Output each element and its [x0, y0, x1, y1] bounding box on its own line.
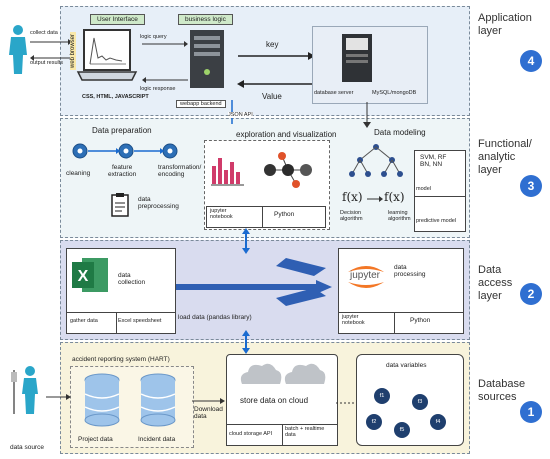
project-data-label: Project data: [78, 436, 113, 443]
data-preparation-title: Data preparation: [92, 126, 152, 135]
json-api-label: JSON API: [228, 112, 253, 118]
feature-extraction-label: feature extraction: [108, 164, 137, 178]
preprocessing-clipboard-icon: [111, 193, 129, 217]
user-person-icon: [9, 25, 27, 74]
exploration-title: exploration and visualization: [236, 130, 337, 139]
decision-tree-icon: [349, 144, 403, 177]
incident-database-icon: [140, 373, 176, 427]
laptop-icon: [76, 29, 138, 81]
output-results-label: output results: [30, 60, 64, 66]
data-variables-box: [356, 354, 464, 446]
preparation-gears: [72, 143, 178, 159]
ui-tech-label: CSS, HTML, JAVASCRIPT: [82, 94, 149, 100]
var-f4: f4: [430, 414, 446, 430]
key-label: key: [266, 40, 279, 49]
download-data-label: Download data: [194, 406, 223, 420]
var-f1: f1: [374, 388, 390, 404]
webapp-backend-label: webapp backend: [176, 100, 226, 108]
var-f2: f2: [366, 414, 382, 430]
value-label: Value: [262, 92, 282, 101]
logic-arrows: [142, 41, 188, 83]
data-processing-label: data processing: [394, 264, 426, 278]
var-f3: f3: [412, 394, 428, 410]
source-to-hart-arrow: [46, 394, 71, 400]
database-server-icon: [342, 34, 372, 82]
excel-sheet-box: [116, 312, 176, 334]
layer-4-badge: 4: [520, 50, 542, 72]
transformation-label: transformation/ encoding: [158, 164, 202, 178]
decision-algorithm-label: Decision algorithm: [340, 210, 363, 222]
cleaning-label: cleaning: [66, 170, 91, 177]
batch-box: [282, 424, 338, 446]
layer-2-badge: 2: [520, 283, 542, 305]
cloud-to-variables-connector: [336, 402, 358, 404]
layer-3-2-arrow: [242, 228, 250, 254]
cloud-icons: [240, 363, 326, 384]
predictive-model-box: [414, 196, 466, 232]
key-value-arrows: [237, 52, 315, 88]
fx-arrow: [367, 196, 383, 202]
excel-sheet-label: Excel speedsheet: [118, 318, 162, 324]
layer-2-1-arrow: [242, 330, 250, 354]
database-layer-label: Database sources: [478, 378, 526, 403]
db-to-modeling-arrow: [363, 102, 371, 128]
data-source-label: data source: [10, 444, 44, 451]
exploration-python-label: Python: [274, 211, 295, 218]
logic-response-label: logic response: [140, 86, 176, 92]
exploration-jupyter-label: jupyter notebook: [210, 208, 233, 220]
data-access-layer-label: Data access layer: [478, 264, 513, 302]
web-browser-label: web browser: [70, 31, 76, 70]
jupyter-logo-label: jupyter: [350, 270, 381, 281]
excel-icon: X: [72, 258, 108, 292]
data-collection-label: data collection: [118, 272, 146, 286]
download-arrow: [192, 398, 225, 404]
hart-title: accident reporting system (HART): [72, 356, 170, 363]
user-interface-label: User Interface: [90, 14, 145, 25]
user-arrows: [30, 39, 72, 61]
application-layer-label: Application layer: [478, 12, 532, 37]
access-python-label: Python: [410, 317, 431, 324]
layer-3-badge: 3: [520, 175, 542, 197]
load-data-label: load data (pandas library): [178, 314, 252, 321]
access-jupyter-label: jupyter notebook: [342, 314, 365, 326]
load-data-arrows: [176, 258, 332, 306]
network-graph-icon: [264, 152, 312, 188]
data-preprocessing-label: data preprocessing: [138, 196, 179, 210]
db-type-label: MySQL/mongoDB: [372, 90, 417, 96]
collect-data-label: collect data: [30, 30, 58, 36]
bar-chart-icon: [211, 158, 244, 186]
learning-algorithm-label: learning algorithm: [388, 210, 411, 222]
gather-data-label: gather data: [70, 318, 98, 324]
database-server-label: database server: [314, 90, 354, 96]
svm-label: SVM, RF BN, NN: [420, 154, 447, 168]
var-f5: f5: [394, 422, 410, 438]
incident-data-label: Incident data: [138, 436, 176, 443]
predictive-model-label: predictive model: [416, 218, 457, 224]
project-database-icon: [84, 373, 120, 427]
fx-decision-label: f(x): [342, 190, 363, 204]
business-logic-label: business logic: [178, 14, 233, 25]
functional-layer-label: Functional/ analytic layer: [478, 138, 532, 176]
access-python-box: [394, 312, 464, 334]
logic-query-label: logic query: [140, 34, 167, 40]
server-tower-icon: [190, 30, 224, 88]
data-source-person-icon: [11, 366, 38, 414]
model-label: model: [416, 186, 431, 192]
data-variables-label: data variables: [386, 362, 427, 369]
jupyter-logo-icon: [348, 266, 384, 288]
layer-1-badge: 1: [520, 401, 542, 423]
cloud-api-label: cloud storage API: [229, 431, 273, 437]
fx-learning-label: f(x): [384, 190, 405, 204]
store-cloud-label: store data on cloud: [240, 396, 309, 405]
svm-box: [414, 150, 466, 198]
svg-text:X: X: [78, 268, 89, 285]
exploration-python-box: [262, 206, 326, 228]
batch-label: batch + realtime data: [285, 426, 325, 438]
data-modeling-title: Data modeling: [374, 128, 426, 137]
